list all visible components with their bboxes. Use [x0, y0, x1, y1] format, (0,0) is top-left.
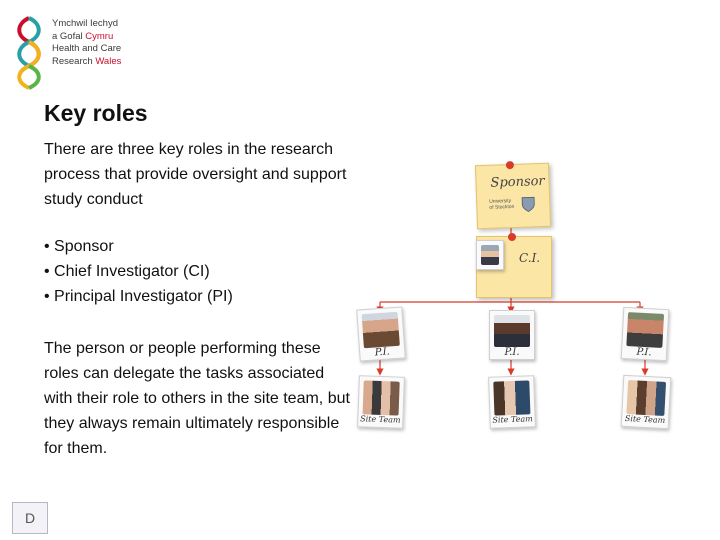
slide-title: Key roles: [44, 100, 148, 126]
logo-text: Ymchwil Iechyd a Gofal Cymru Health and …: [52, 18, 121, 68]
role-item-sponsor: • Sponsor: [44, 238, 114, 255]
logo-line-1: Ymchwil Iechyd: [52, 18, 118, 29]
sponsor-university-text: University of Stockton: [489, 198, 515, 211]
crest-icon: [521, 196, 535, 212]
sponsor-label: Sponsor: [490, 173, 545, 191]
site-team-photo-right: [626, 380, 667, 416]
delegation-paragraph: The person or people performing these ro…: [44, 340, 350, 457]
pi-photo-right: [626, 312, 665, 348]
pi-photo-left: [361, 311, 400, 349]
pi-card-right: P.I.: [620, 306, 670, 362]
site-team-card-right: Site Team: [620, 374, 672, 430]
pi-caption-left: P.I.: [374, 346, 391, 359]
site-team-card-middle: Site Team: [488, 375, 536, 429]
role-item-ci: • Chief Investigator (CI): [44, 263, 210, 280]
site-team-card-left: Site Team: [357, 375, 405, 429]
logo: Ymchwil Iechyd a Gofal Cymru Health and …: [12, 14, 152, 96]
pi-photo-middle: [494, 315, 530, 347]
ci-label: C.I.: [519, 251, 541, 265]
logo-mark: [17, 16, 41, 90]
role-list: • Sponsor • Chief Investigator (CI) • Pr…: [44, 234, 233, 309]
corner-box[interactable]: D: [12, 502, 48, 534]
pi-card-middle: P.I.: [489, 310, 535, 360]
ci-photo-card: [476, 240, 504, 270]
sponsor-note: Sponsor University of Stockton: [474, 160, 552, 230]
pi-card-left: P.I.: [356, 306, 406, 362]
site-team-caption-left: Site Team: [360, 414, 401, 425]
role-item-pi: • Principal Investigator (PI): [44, 288, 233, 305]
site-team-photo-left: [362, 380, 400, 416]
pin-icon: [508, 233, 516, 241]
logo-line-4: Research Wales: [52, 55, 122, 67]
site-team-caption-middle: Site Team: [492, 414, 533, 425]
ci-photo: [481, 245, 499, 265]
logo-line-3: Health and Care: [52, 43, 122, 54]
pin-icon: [505, 160, 515, 170]
logo-line-2: a Gofal Cymru: [52, 30, 114, 42]
site-team-photo-middle: [493, 380, 531, 416]
intro-text: There are three key roles in the researc…: [44, 141, 347, 208]
site-team-caption-right: Site Team: [624, 413, 666, 426]
pi-caption-right: P.I.: [636, 346, 652, 359]
pi-caption-middle: P.I.: [504, 347, 520, 358]
